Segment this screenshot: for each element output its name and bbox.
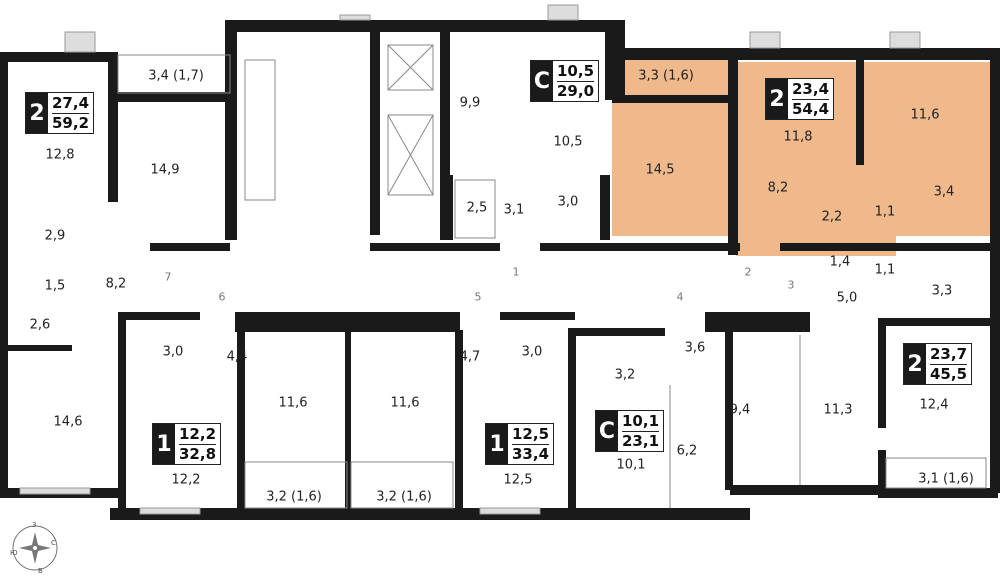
room-area: 3,3 (1,6) — [638, 68, 694, 84]
entrance-number: 5 — [474, 290, 482, 304]
compass-north: С — [51, 539, 56, 547]
total-area: 29,0 — [557, 81, 595, 100]
room-area: 2,9 — [44, 228, 66, 244]
room-count: 2 — [766, 79, 788, 119]
room-area: 3,1 — [503, 202, 525, 218]
entrance-number: 7 — [164, 270, 172, 284]
total-area: 59,2 — [52, 113, 90, 132]
room-area: 6,2 — [676, 443, 698, 459]
entrance-number: 3 — [787, 278, 795, 292]
room-area: 8,2 — [105, 276, 127, 292]
room-area: 1,1 — [874, 204, 896, 220]
room-area: 10,1 — [616, 457, 646, 473]
room-area: 3,3 — [931, 283, 953, 299]
room-area: 11,6 — [910, 107, 940, 123]
living-area: 23,7 — [930, 344, 968, 365]
room-area: 11,6 — [278, 395, 308, 411]
room-area: 3,1 (1,6) — [918, 471, 974, 487]
living-area: 27,4 — [52, 93, 90, 114]
living-area: 12,2 — [179, 424, 217, 445]
room-area: 3,4 — [933, 184, 955, 200]
room-area: 14,9 — [150, 162, 180, 178]
room-area: 12,8 — [45, 147, 75, 163]
room-area: 3,2 (1,6) — [376, 489, 432, 505]
living-area: 23,4 — [792, 79, 830, 100]
room-area: 1,4 — [829, 254, 851, 270]
room-area: 3,6 — [684, 340, 706, 356]
total-area: 23,1 — [622, 431, 660, 450]
room-area: 3,4 (1,7) — [148, 68, 204, 84]
entrance-number: 6 — [218, 290, 226, 304]
compass-icon — [12, 525, 58, 571]
room-area: 1,5 — [44, 278, 66, 294]
room-area: 3,0 — [162, 344, 184, 360]
room-area: 3,0 — [521, 344, 543, 360]
room-count: 2 — [26, 93, 48, 133]
room-area: 5,0 — [836, 290, 858, 306]
room-count: 2 — [904, 344, 926, 384]
entrance-number: 2 — [744, 265, 752, 279]
room-area: 12,4 — [919, 397, 949, 413]
room-count: С — [596, 411, 618, 451]
room-area: 2,6 — [29, 317, 51, 333]
room-area: 12,2 — [171, 472, 201, 488]
living-area: 12,5 — [512, 424, 550, 445]
room-area: 4,7 — [459, 349, 481, 365]
room-area: 2,5 — [466, 200, 488, 216]
room-area: 11,8 — [783, 129, 813, 145]
compass-west: З — [32, 521, 37, 529]
room-area: 14,5 — [645, 162, 675, 178]
total-area: 33,4 — [512, 444, 550, 463]
entrance-number: 1 — [512, 265, 520, 279]
total-area: 32,8 — [179, 444, 217, 463]
room-area: 11,6 — [390, 395, 420, 411]
compass-east: В — [38, 567, 43, 575]
highlighted-apartment[interactable] — [612, 58, 995, 256]
room-area: 3,2 (1,6) — [266, 489, 322, 505]
room-area: 3,0 — [557, 194, 579, 210]
room-area: 11,3 — [823, 402, 853, 418]
living-area: 10,5 — [557, 61, 595, 82]
room-area: 9,4 — [729, 402, 751, 418]
room-count: 1 — [153, 424, 175, 464]
room-count: С — [531, 61, 553, 101]
total-area: 45,5 — [930, 364, 968, 383]
room-area: 10,5 — [553, 134, 583, 150]
compass-rose: З С Ю В — [8, 515, 58, 575]
entrance-number: 4 — [676, 290, 684, 304]
living-area: 10,1 — [622, 411, 660, 432]
room-area: 8,2 — [767, 180, 789, 196]
room-area: 1,1 — [874, 262, 896, 278]
room-area: 2,2 — [821, 209, 843, 225]
room-area: 14,6 — [53, 414, 83, 430]
room-area: 3,2 — [614, 367, 636, 383]
room-area: 4,4 — [226, 349, 248, 365]
room-area: 12,5 — [503, 472, 533, 488]
total-area: 54,4 — [792, 99, 830, 118]
compass-south: Ю — [10, 549, 18, 557]
room-area: 9,9 — [459, 95, 481, 111]
room-count: 1 — [486, 424, 508, 464]
